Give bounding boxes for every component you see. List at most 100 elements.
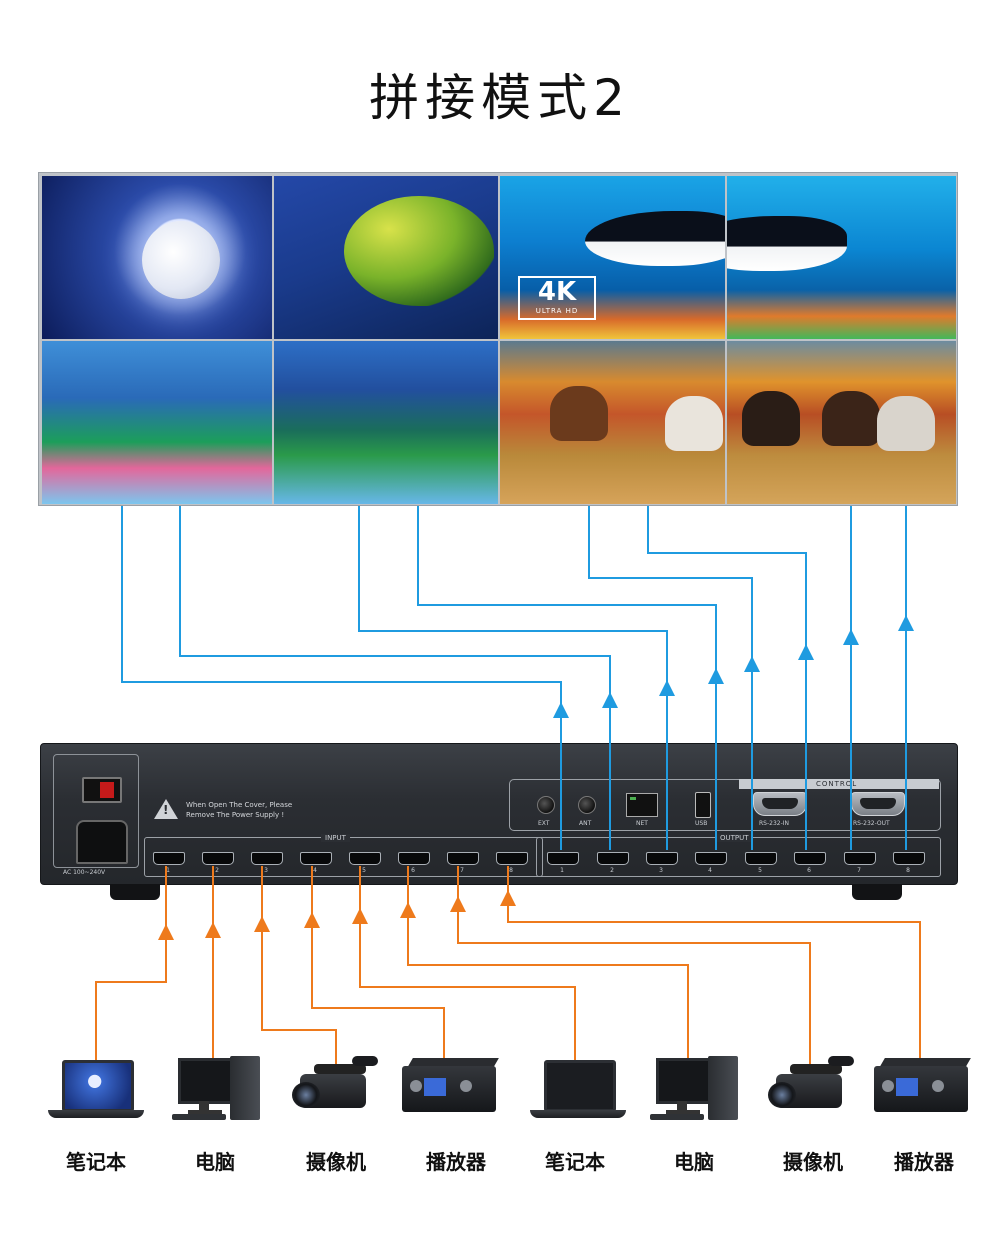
source-label: 电脑: [674, 1150, 714, 1174]
control-label-bar: [739, 779, 939, 789]
hdmi-input-port-6[interactable]: [398, 852, 430, 865]
player-knob: [410, 1080, 422, 1092]
usb-port-icon[interactable]: [695, 792, 711, 818]
horse-image: [550, 386, 608, 441]
badge-4k-text: 4K: [537, 277, 577, 307]
usb-label: USB: [695, 820, 708, 827]
output-arrow: [843, 629, 859, 645]
source-laptop-2: [530, 1052, 626, 1128]
input-wire-3: [261, 866, 337, 1068]
badge-4k: 4K ULTRA HD: [518, 276, 596, 320]
warning-text: When Open The Cover, Please Remove The P…: [186, 800, 292, 820]
desktop-computer-icon: [656, 1058, 716, 1104]
orca-image: [585, 211, 725, 266]
laptop-icon: [62, 1060, 134, 1112]
output-label: OUTPUT: [716, 834, 753, 842]
camcorder-mic: [828, 1056, 854, 1066]
output-arrow: [602, 692, 618, 708]
player-screen: [896, 1078, 918, 1096]
output-port-number: 8: [906, 867, 910, 874]
hdmi-input-port-8[interactable]: [496, 852, 528, 865]
hdmi-input-port-3[interactable]: [251, 852, 283, 865]
output-port-number: 7: [857, 867, 861, 874]
input-arrow: [158, 924, 174, 940]
hdmi-output-port-3[interactable]: [646, 852, 678, 865]
rs232-in-label: RS-232-IN: [759, 820, 790, 827]
input-arrows: [158, 890, 516, 940]
player-knob: [932, 1080, 944, 1092]
hdmi-output-port-8[interactable]: [893, 852, 925, 865]
hdmi-output-port-6[interactable]: [794, 852, 826, 865]
output-port-number: 1: [560, 867, 564, 874]
pc-tower: [230, 1056, 260, 1120]
source-camcorder-1: [292, 1052, 388, 1128]
camcorder-handle: [790, 1064, 842, 1074]
wall-screen-1: [42, 176, 272, 339]
power-module: [53, 754, 139, 868]
hdmi-input-port-5[interactable]: [349, 852, 381, 865]
player-screen: [424, 1078, 446, 1096]
device-foot: [110, 884, 160, 900]
device-foot: [852, 884, 902, 900]
wall-screen-5: [42, 341, 272, 504]
source-player-2: [872, 1052, 971, 1128]
input-wire-6: [407, 866, 689, 1060]
hdmi-input-port-4[interactable]: [300, 852, 332, 865]
input-port-number: 4: [313, 867, 317, 874]
warning-icon: [154, 799, 178, 819]
input-arrow: [205, 922, 221, 938]
input-arrow: [254, 916, 270, 932]
pc-tower: [708, 1056, 738, 1120]
keyboard: [650, 1114, 704, 1120]
hdmi-output-port-2[interactable]: [597, 852, 629, 865]
orca-tail-image: [727, 216, 847, 271]
net-port-icon[interactable]: [626, 793, 658, 817]
output-port-number: 5: [758, 867, 762, 874]
hdmi-input-port-1[interactable]: [153, 852, 185, 865]
hdmi-output-port-5[interactable]: [745, 852, 777, 865]
hdmi-output-port-4[interactable]: [695, 852, 727, 865]
badge-uhd-text: ULTRA HD: [535, 307, 579, 315]
source-label: 电脑: [195, 1150, 235, 1174]
rs232-out-port-icon[interactable]: [851, 792, 905, 816]
input-arrow: [400, 902, 416, 918]
input-port-number: 1: [166, 867, 170, 874]
hdmi-output-port-1[interactable]: [547, 852, 579, 865]
input-label: INPUT: [321, 834, 350, 842]
output-arrow: [708, 668, 724, 684]
source-desktop-2: [650, 1052, 746, 1128]
monitor-base: [188, 1110, 222, 1114]
output-arrows: [553, 615, 914, 718]
rs232-in-port-icon[interactable]: [753, 792, 807, 816]
video-wall: 4K ULTRA HD: [38, 172, 958, 506]
hdmi-input-port-2[interactable]: [202, 852, 234, 865]
wall-screen-3: 4K ULTRA HD: [500, 176, 725, 339]
output-port-number: 2: [610, 867, 614, 874]
hdmi-output-port-7[interactable]: [844, 852, 876, 865]
source-label: 摄像机: [306, 1150, 366, 1174]
output-port-number: 6: [807, 867, 811, 874]
camcorder-handle: [314, 1064, 366, 1074]
ext-port-icon[interactable]: [537, 796, 555, 814]
source-label: 摄像机: [783, 1150, 843, 1174]
laptop-base: [530, 1110, 626, 1118]
monitor-stand: [199, 1101, 209, 1111]
source-player-1: [400, 1052, 499, 1128]
input-wire-7: [457, 866, 811, 1068]
input-wire-5: [359, 866, 576, 1068]
horse-image: [742, 391, 800, 446]
output-arrow: [798, 644, 814, 660]
source-label: 笔记本: [66, 1150, 126, 1174]
warning-line-2: Remove The Power Supply !: [186, 811, 285, 819]
camcorder-mic: [352, 1056, 378, 1066]
rs232-out-label: RS-232-OUT: [853, 820, 890, 827]
wall-screen-4: [727, 176, 956, 339]
camcorder-lens: [292, 1082, 320, 1108]
wall-screen-6: [274, 341, 498, 504]
hdmi-input-port-7[interactable]: [447, 852, 479, 865]
ant-port-icon[interactable]: [578, 796, 596, 814]
input-port-number: 5: [362, 867, 366, 874]
power-switch[interactable]: [82, 777, 122, 803]
input-port-number: 8: [509, 867, 513, 874]
desktop-computer-icon: [178, 1058, 238, 1104]
